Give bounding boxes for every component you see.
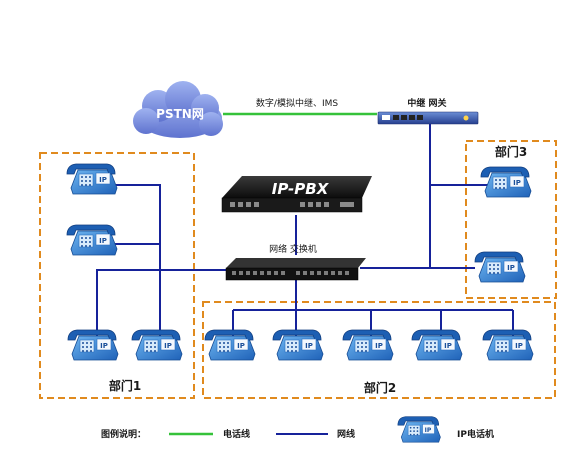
phone-badge: IP	[515, 342, 523, 350]
phone-badge: IP	[444, 342, 452, 350]
ip-phone-icon	[411, 329, 463, 361]
department-3-label: 部门3	[495, 144, 527, 159]
ip-phone-icon	[342, 329, 394, 361]
ip-phone-icon	[67, 329, 119, 361]
department-3-box	[465, 140, 557, 299]
ip-pbx-icon	[221, 176, 372, 213]
department-1-box	[39, 152, 195, 399]
phone-badge: IP	[513, 179, 521, 187]
pstn-label: PSTN网	[156, 107, 204, 121]
network-lines	[96, 122, 514, 338]
trunk-gateway-icon	[377, 111, 479, 125]
network-switch-icon	[225, 258, 366, 281]
phone-badge: IP	[507, 264, 515, 272]
phone-badge: IP	[100, 342, 108, 350]
ip-phone-icon	[482, 329, 534, 361]
legend-ip-phone-label: IP电话机	[457, 428, 494, 440]
legend-phone-line-label: 电话线	[223, 428, 250, 440]
ip-phone-icon	[204, 329, 256, 361]
department-2-label: 部门2	[364, 380, 396, 395]
legend-ip-phone-icon	[397, 416, 441, 443]
ip-phone-icon	[66, 163, 118, 195]
ip-phone-icon	[474, 251, 526, 283]
switch-label: 网络 交换机	[269, 243, 317, 255]
phone-badge: IP	[99, 176, 107, 184]
ip-phone-icon	[480, 166, 532, 198]
legend-title: 图例说明：	[101, 428, 146, 440]
legend-phone-badge: IP	[425, 427, 432, 434]
ip-phone-icon	[131, 329, 183, 361]
phone-badge: IP	[305, 342, 313, 350]
phone-badge: IP	[375, 342, 383, 350]
department-2-box	[202, 301, 556, 399]
gateway-label: 中继 网关	[407, 97, 446, 109]
ip-phone-icon	[272, 329, 324, 361]
legend-network-line-label: 网线	[337, 428, 355, 440]
department-1-label: 部门1	[109, 378, 141, 393]
legend: 图例说明： 电话线 网线 IP IP电话机	[101, 416, 494, 443]
ip-pbx-label: IP-PBX	[272, 180, 330, 198]
trunk-label: 数字/模拟中继、IMS	[256, 97, 338, 109]
pstn-cloud-icon	[133, 81, 223, 138]
ip-phone-icon	[66, 224, 118, 256]
phone-badge: IP	[164, 342, 172, 350]
phone-badge: IP	[99, 237, 107, 245]
phone-badge: IP	[237, 342, 245, 350]
